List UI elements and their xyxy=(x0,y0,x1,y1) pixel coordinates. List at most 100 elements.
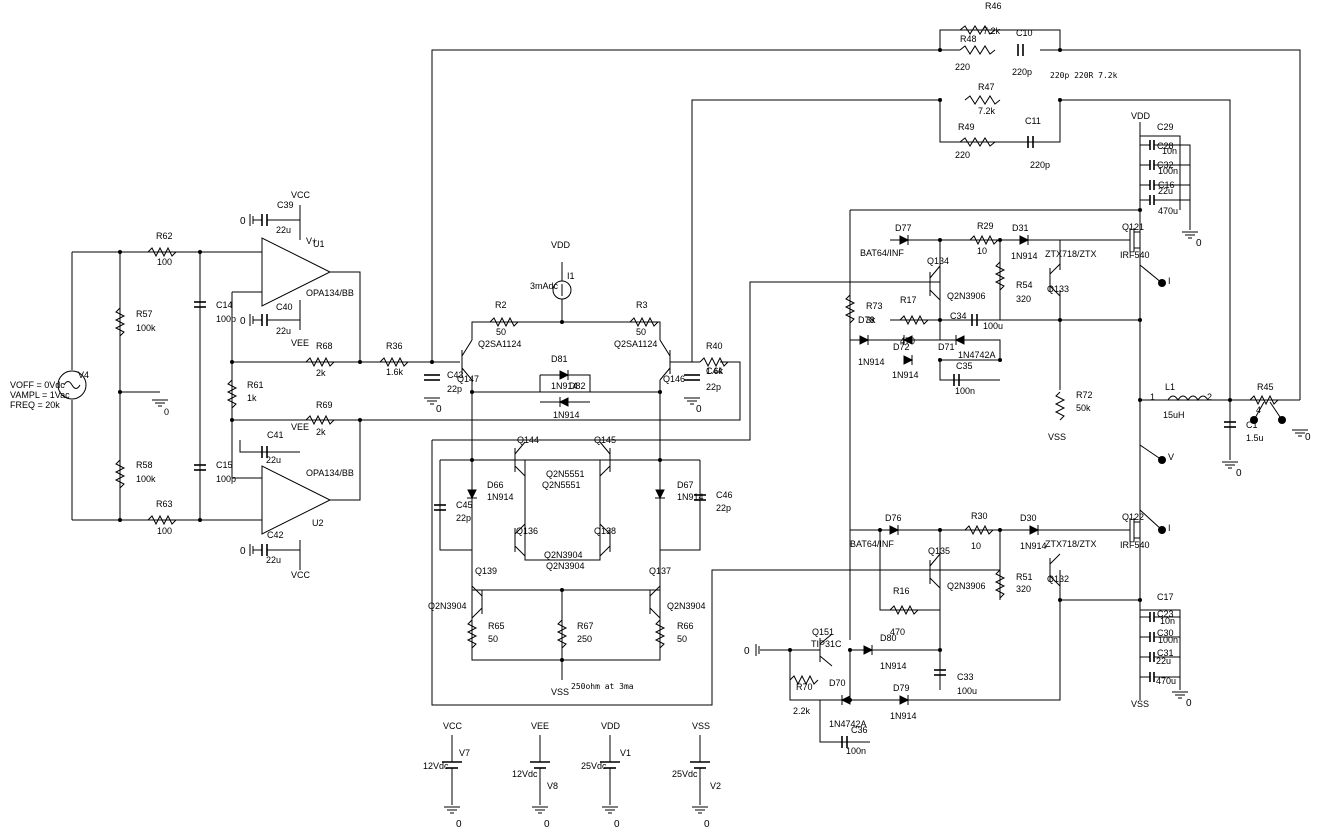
label-r48v: 220 xyxy=(955,62,970,72)
label-vees: VEE xyxy=(531,721,549,731)
label-c28: C28 xyxy=(1157,141,1174,151)
label-r47v: 7.2k xyxy=(978,106,996,116)
label-d80: D80 xyxy=(880,633,897,643)
label-v1: V1 xyxy=(620,748,631,758)
label-vcctop: VCC xyxy=(291,190,311,200)
label-c17v: 470u xyxy=(1156,676,1176,686)
label-r16: R16 xyxy=(893,586,910,596)
label-c11v: 220p xyxy=(1030,160,1050,170)
label-r62: R62 xyxy=(156,231,173,241)
label-vampl: VAMPL = 1Vac xyxy=(10,390,70,400)
label-c36: C36 xyxy=(851,725,868,735)
label-r72v: 50k xyxy=(1076,403,1091,413)
label-c35v: 100n xyxy=(955,386,975,396)
label-d81v: 1N914 xyxy=(551,381,578,391)
ground-label: 0 xyxy=(704,819,710,830)
label-q134: Q134 xyxy=(927,256,949,266)
label-r62v: 100 xyxy=(157,257,172,267)
label-vssmid: VSS xyxy=(551,687,569,697)
opamp-u2 xyxy=(261,465,332,535)
label-r66v: 50 xyxy=(677,634,687,644)
label-d79: D79 xyxy=(893,683,910,693)
label-q2sa1: Q2SA1124 xyxy=(478,339,521,349)
label-note250: 250ohm at 3ma xyxy=(571,682,634,691)
label-r2v: 50 xyxy=(496,327,506,337)
label-r46v: 7.2k xyxy=(983,26,1001,36)
label-d67v: 1N914 xyxy=(677,492,704,502)
label-q2n3904c: Q2N3904 xyxy=(428,601,467,611)
label-r16v: 470 xyxy=(890,627,905,637)
label-d67: D67 xyxy=(677,480,694,490)
ground-label: 0 xyxy=(1236,468,1242,479)
label-r70: R70 xyxy=(796,682,813,692)
label-v1v: 25Vdc xyxy=(581,761,607,771)
label-r17: R17 xyxy=(900,295,917,305)
label-c23: C23 xyxy=(1157,609,1174,619)
label-r51v: 320 xyxy=(1016,584,1031,594)
label-c32: C32 xyxy=(1157,160,1174,170)
label-d31v: 1N914 xyxy=(1011,251,1038,261)
label-vccs: VCC xyxy=(443,721,463,731)
label-u2: U2 xyxy=(312,518,324,528)
label-r68v: 2k xyxy=(316,368,326,378)
label-c34: C34 xyxy=(950,311,967,321)
label-opa2: OPA134/BB xyxy=(306,468,354,478)
label-v7: V7 xyxy=(459,748,470,758)
label-c29v: 470u xyxy=(1158,206,1178,216)
label-r67: R67 xyxy=(577,621,594,631)
label-c39: C39 xyxy=(277,200,294,210)
label-r2: R2 xyxy=(495,300,507,310)
label-vee1: VEE xyxy=(291,338,309,348)
label-r40v: 1.6k xyxy=(706,366,724,376)
label-d72: D72 xyxy=(893,342,910,352)
label-q2n5551a: Q2N5551 xyxy=(546,469,585,479)
label-q139: Q139 xyxy=(475,566,497,576)
label-d71: D71 xyxy=(938,342,955,352)
label-probei1: I xyxy=(1168,276,1171,286)
label-q2n3904b: Q2N3904 xyxy=(546,561,585,571)
label-d82v: 1N914 xyxy=(553,410,580,420)
label-q146: Q146 xyxy=(663,374,685,384)
label-irf1: IRF540 xyxy=(1120,250,1150,260)
label-r54v: 320 xyxy=(1016,294,1031,304)
label-r58v: 100k xyxy=(136,474,156,484)
label-r46: R46 xyxy=(985,1,1002,11)
ground-label: 0 xyxy=(744,646,750,657)
label-q138: Q138 xyxy=(594,526,616,536)
label-q137: Q137 xyxy=(649,566,671,576)
label-c40: C40 xyxy=(276,302,293,312)
label-opa1: OPA134/BB xyxy=(306,288,354,298)
label-r69: R69 xyxy=(316,400,333,410)
inductor-l1 xyxy=(1167,395,1209,401)
label-r48: R48 xyxy=(960,34,977,44)
label-vdds: VDD xyxy=(601,721,621,731)
label-c34v: 100u xyxy=(983,321,1003,331)
label-r49: R49 xyxy=(958,122,975,132)
label-c46v: 22p xyxy=(716,503,731,513)
ground-label: 0 xyxy=(456,819,462,830)
label-r69v: 2k xyxy=(316,427,326,437)
label-c15: C15 xyxy=(216,460,233,470)
label-r36: R36 xyxy=(386,341,403,351)
label-ztx2: ZTX718/ZTX xyxy=(1045,539,1097,549)
label-r70v: 2.2k xyxy=(793,706,811,716)
label-pin1: 1 xyxy=(1150,392,1155,402)
probes xyxy=(1139,264,1286,534)
label-r72: R72 xyxy=(1076,390,1093,400)
label-c44: C44 xyxy=(706,366,723,376)
label-r61: R61 xyxy=(247,380,264,390)
label-d71v: 1N4742A xyxy=(958,350,996,360)
label-vee2: VEE xyxy=(291,422,309,432)
label-c1v: 1.5u xyxy=(1246,433,1264,443)
label-q136: Q136 xyxy=(516,526,538,536)
label-c36v: 100n xyxy=(846,746,866,756)
label-note220: 220p 220R 7.2k xyxy=(1050,71,1118,80)
label-r67v: 250 xyxy=(577,634,592,644)
label-c40v: 22u xyxy=(276,326,291,336)
label-c33v: 100u xyxy=(957,686,977,696)
label-g0: 0 xyxy=(164,407,169,417)
label-r73: R73 xyxy=(866,301,883,311)
label-c42: C42 xyxy=(267,530,284,540)
label-d82: D82 xyxy=(569,381,586,391)
